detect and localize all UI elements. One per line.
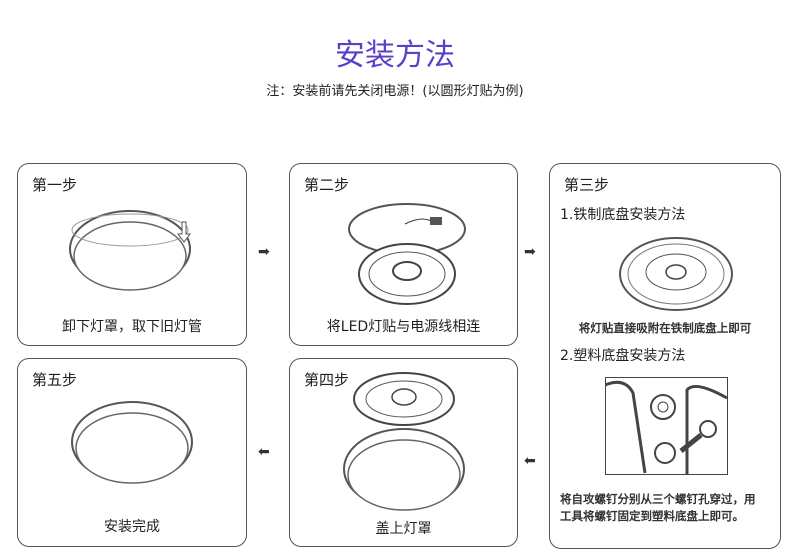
step-label: 第一步 [32, 176, 78, 194]
step-label: 第三步 [564, 176, 610, 194]
description-line: 将自攻螺钉分别从三个螺钉孔穿过，用 [560, 492, 756, 506]
step-4-panel: 第四步 盖上灯罩 [289, 358, 518, 547]
step-5-panel: 第五步 安装完成 [17, 358, 247, 547]
arrow-right-icon: ➡ [524, 244, 536, 260]
installed-lamp-illustration [71, 401, 193, 484]
step-caption: 将LED灯贴与电源线相连 [326, 319, 481, 335]
step-caption: 盖上灯罩 [375, 521, 432, 537]
step-label: 第五步 [32, 371, 78, 389]
description-line: 工具将螺钉固定到塑料底盘上即可。 [560, 509, 744, 523]
arrow-left-icon: ⬅ [258, 444, 270, 460]
safety-note: 注：安装前请先关闭电源！(以圆形灯贴为例) [266, 84, 524, 99]
cover-lamp-illustration [343, 372, 465, 511]
method-1-caption: 将灯贴直接吸附在铁制底盘上即可 [578, 321, 752, 335]
arrow-left-icon: ⬅ [524, 453, 536, 469]
step-caption: 卸下灯罩，取下旧灯管 [62, 319, 202, 335]
step-label: 第二步 [304, 176, 350, 194]
step-1-panel: 第一步 卸下灯罩，取下旧灯管 [17, 163, 247, 346]
page-title: 安装方法 [335, 38, 455, 73]
lamp-cover-illustration [69, 210, 191, 291]
iron-base-illustration [619, 237, 733, 311]
arrow-right-icon: ➡ [258, 244, 270, 260]
step-label: 第四步 [304, 371, 350, 389]
wiring-illustration [348, 203, 466, 305]
step-3-panel: 第三步 1.铁制底盘安装方法 将灯贴直接吸附在铁制底盘上即可 2.塑料底盘安装方… [549, 163, 781, 549]
method-1-title: 1.铁制底盘安装方法 [560, 207, 686, 223]
step-2-panel: 第二步 将LED灯贴与电源线相连 [289, 163, 518, 346]
step-caption: 安装完成 [104, 519, 160, 535]
method-2-description: 将自攻螺钉分别从三个螺钉孔穿过，用 工具将螺钉固定到塑料底盘上即可。 [560, 491, 772, 525]
plastic-base-screw-illustration [605, 377, 728, 475]
method-2-title: 2.塑料底盘安装方法 [560, 348, 686, 364]
